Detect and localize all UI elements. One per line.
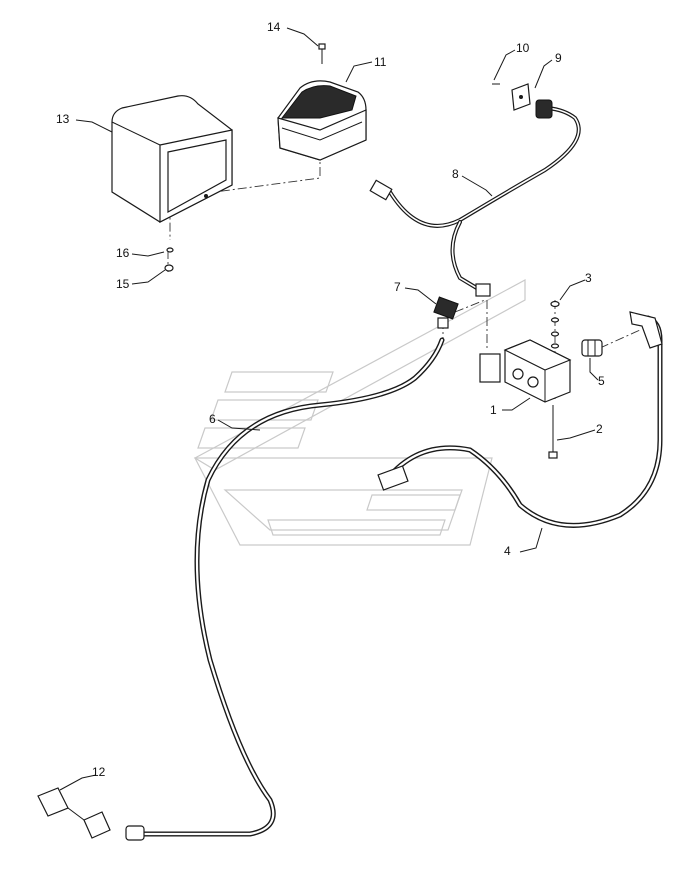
control-head (277, 80, 367, 161)
alignment-lines (167, 92, 641, 400)
callout-7: 7 (394, 280, 401, 294)
bracket-9 (511, 83, 531, 111)
adapter-fitting-5 (581, 339, 603, 357)
callout-1: 1 (490, 403, 497, 417)
nut-15 (164, 264, 174, 272)
washers-3 (550, 300, 560, 349)
callout-11: 11 (374, 55, 387, 69)
bolt-2 (548, 405, 558, 459)
callout-9: 9 (555, 51, 562, 65)
callout-5: 5 (598, 374, 605, 388)
callout-leaders (59, 27, 599, 791)
callout-6: 6 (209, 412, 216, 426)
callout-3: 3 (585, 271, 592, 285)
hydraulic-hose-4 (377, 311, 663, 528)
callout-8: 8 (452, 167, 459, 181)
washer-16 (166, 247, 174, 253)
callout-10: 10 (516, 41, 530, 55)
callout-15: 15 (116, 277, 130, 291)
sensor-fitting-7 (433, 296, 459, 329)
callout-13: 13 (56, 112, 70, 126)
callout-labels: 1 2 3 4 5 6 7 8 9 10 11 12 13 14 15 16 (56, 20, 605, 779)
valve-block (479, 339, 572, 403)
end-fitting-12 (37, 787, 111, 839)
watermark-logo (193, 278, 526, 546)
long-hose-6 (125, 337, 445, 841)
callout-4: 4 (504, 544, 511, 558)
screw-14 (318, 43, 326, 64)
cover-housing (111, 95, 233, 223)
callout-12: 12 (92, 765, 106, 779)
wiring-harness (369, 99, 581, 297)
callout-14: 14 (267, 20, 281, 34)
callout-16: 16 (116, 246, 130, 260)
callout-2: 2 (596, 422, 603, 436)
